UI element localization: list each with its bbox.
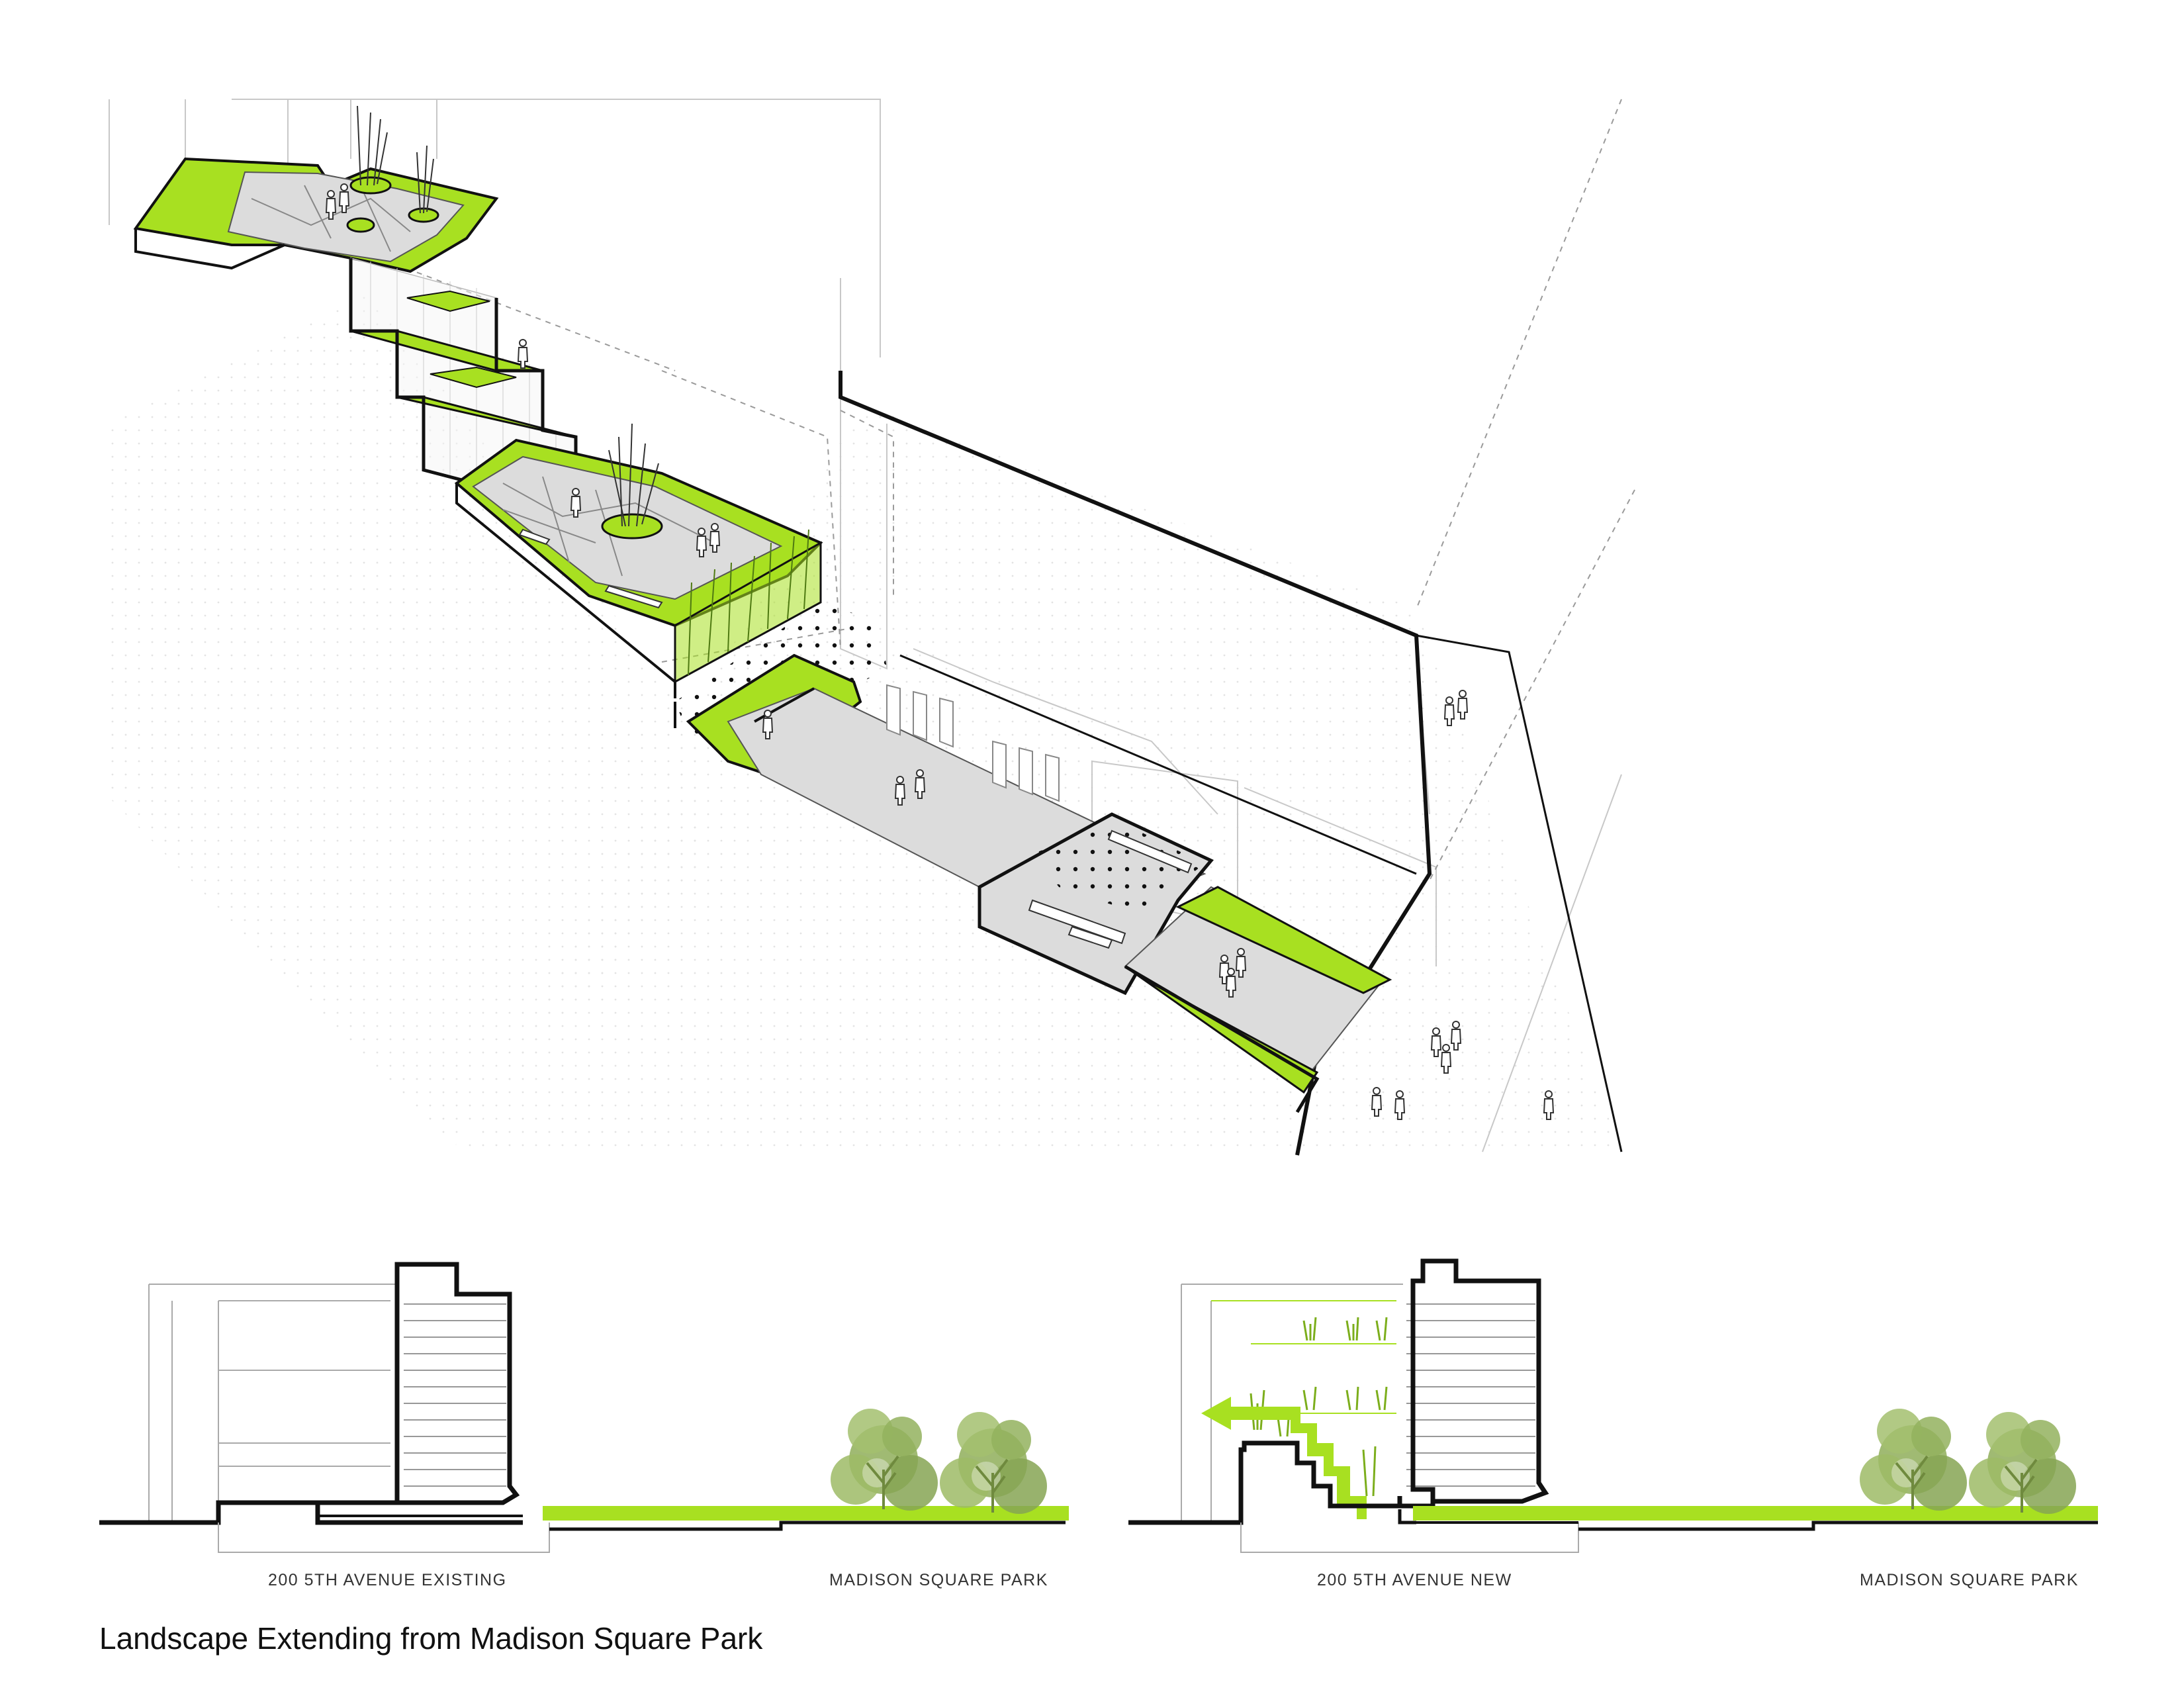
section-existing bbox=[99, 1262, 1069, 1553]
axonometric-view bbox=[106, 99, 1635, 1156]
figure-caption: Landscape Extending from Madison Square … bbox=[99, 1621, 763, 1656]
section-new bbox=[1128, 1258, 2098, 1553]
section-new-park-label: MADISON SQUARE PARK bbox=[1860, 1571, 2079, 1589]
section-existing-park-label: MADISON SQUARE PARK bbox=[829, 1571, 1048, 1589]
section-new-building-label: 200 5TH AVENUE NEW bbox=[1317, 1571, 1512, 1589]
section-existing-building-label: 200 5TH AVENUE EXISTING bbox=[268, 1571, 507, 1589]
